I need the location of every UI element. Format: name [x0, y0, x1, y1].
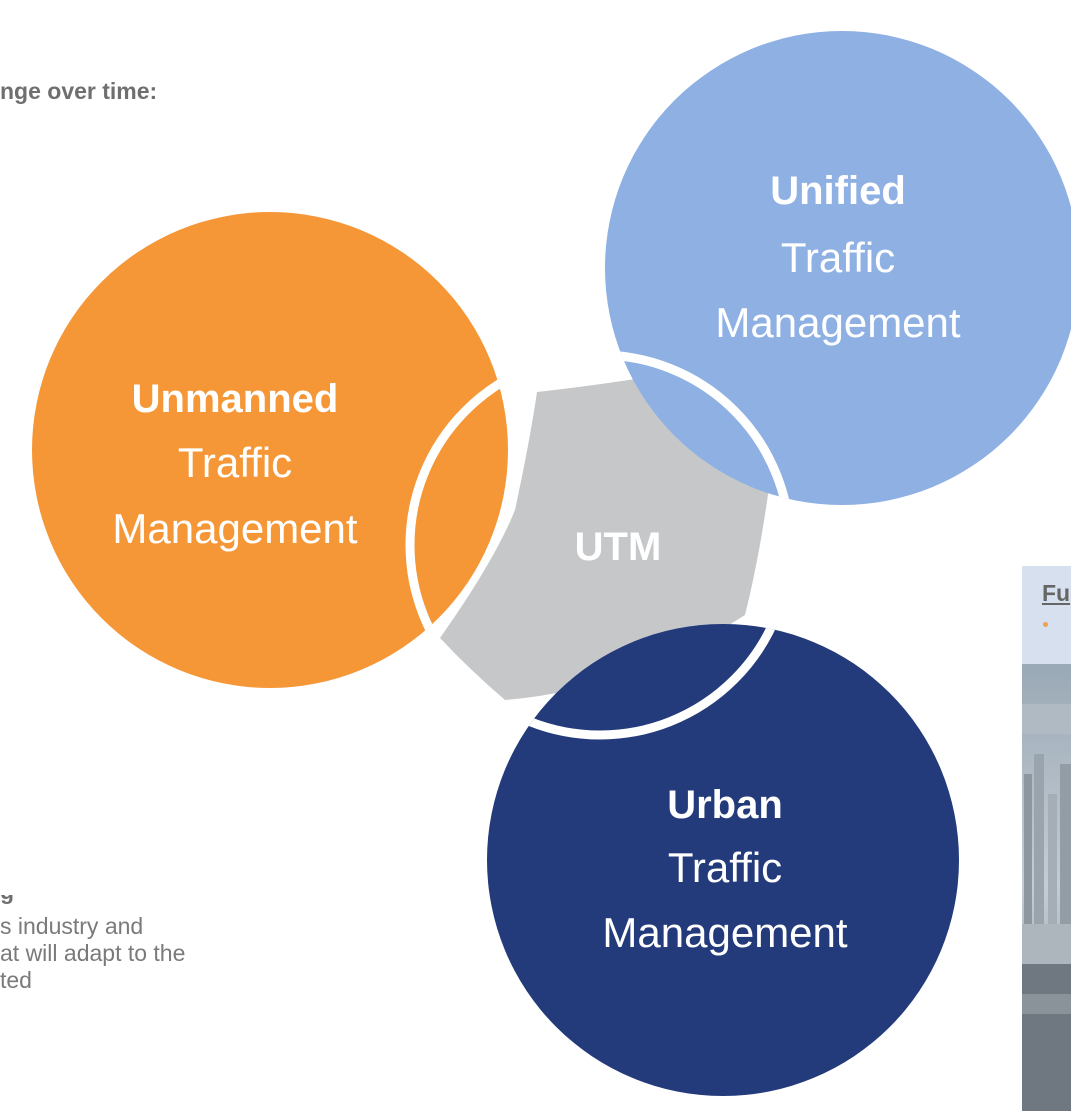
- urban-bold-label: Urban: [667, 783, 783, 827]
- utm-center-fill: [440, 375, 770, 700]
- unified-line3: Management: [715, 299, 960, 346]
- unmanned-line3: Management: [112, 505, 357, 552]
- bottom-line-1: s industry and: [0, 913, 144, 939]
- unmanned-line2: Traffic: [178, 439, 292, 486]
- bottom-heading-fragment: g: [0, 895, 185, 913]
- bottom-line-2: at will adapt to the: [0, 940, 186, 966]
- unmanned-bold-label: Unmanned: [132, 377, 339, 421]
- urban-line3: Management: [602, 909, 847, 956]
- side-panel-title-fragment: Fu: [1042, 580, 1071, 606]
- unified-bold-label: Unified: [770, 169, 906, 213]
- urban-line2: Traffic: [668, 844, 782, 891]
- gray-ring-in-unmanned: [405, 350, 508, 688]
- bullet-icon: [1043, 622, 1048, 627]
- header-text-fragment: nge over time:: [0, 78, 158, 104]
- side-panel-header: [1022, 566, 1071, 664]
- side-panel-fragment: Fu: [1022, 566, 1071, 1111]
- bottom-line-3: ted: [0, 967, 32, 993]
- city-skyline-photo-icon: [1022, 664, 1071, 1111]
- overlap-outlines: [405, 350, 795, 740]
- utm-center-shape: [440, 375, 770, 700]
- unmanned-circle: [32, 212, 508, 688]
- bottom-left-text-fragment: g s industry and at will adapt to the te…: [0, 895, 185, 994]
- unified-circle: [605, 31, 1071, 505]
- unified-line2: Traffic: [781, 234, 895, 281]
- utm-center-label: UTM: [575, 525, 662, 569]
- urban-circle: [487, 624, 959, 1096]
- gray-ring-in-urban: [487, 624, 795, 740]
